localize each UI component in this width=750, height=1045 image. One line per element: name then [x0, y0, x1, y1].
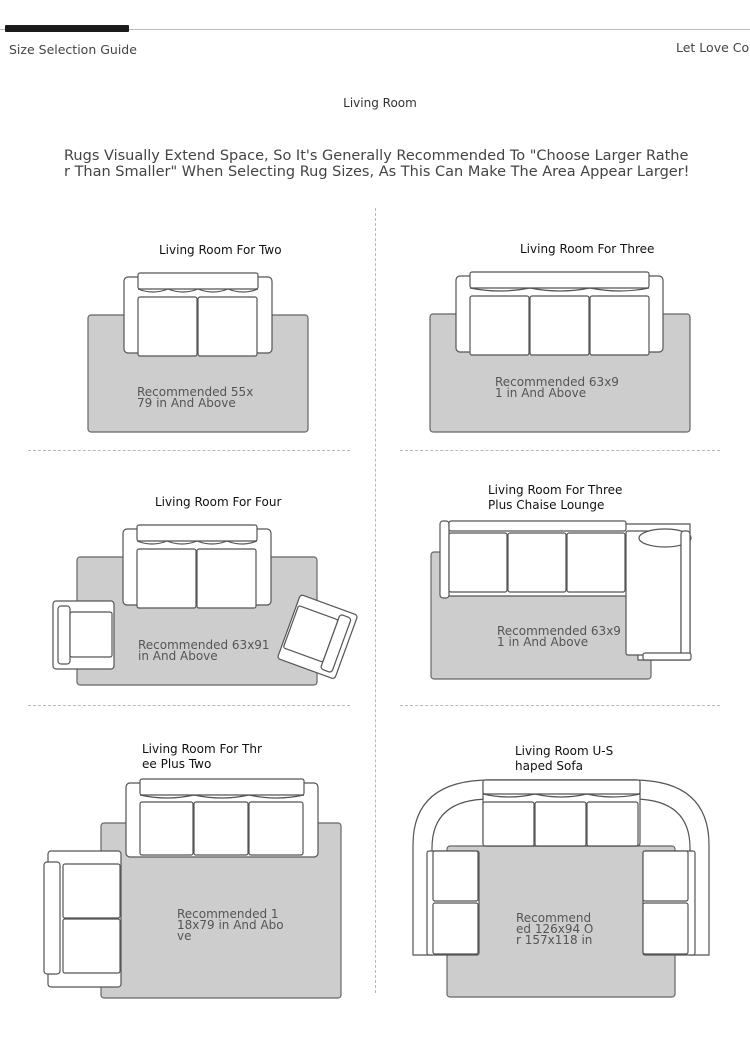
recommendation-four: Recommended 63x91 in And Above	[138, 638, 270, 663]
header-accent-bar	[5, 25, 129, 32]
layout-chaise-diagram	[430, 520, 692, 680]
recommendation-three: Recommended 63x91 in And Above	[495, 375, 619, 400]
guide-title: Size Selection Guide	[9, 42, 137, 57]
layout-title-three: Living Room For Three	[520, 242, 655, 256]
recommendation-two: Recommended 55x79 in And Above	[137, 385, 254, 410]
armchair-right-icon	[277, 594, 358, 679]
layout-title-three-plus-two: Living Room For Three Plus Two	[142, 742, 262, 771]
layout-three-plus-two-diagram	[43, 778, 342, 999]
sofa-three-seat-icon	[125, 778, 319, 858]
layout-title-u-shaped: Living Room U-Shaped Sofa	[515, 744, 614, 773]
row-divider-1-left	[28, 450, 350, 451]
loveseat-side-icon	[43, 850, 122, 988]
recommendation-u-shaped: Recommended 126x94 Or 157x118 in	[516, 911, 594, 947]
row-divider-1-right	[400, 450, 720, 451]
recommendation-chaise: Recommended 63x91 in And Above	[497, 624, 621, 649]
sofa-u-shaped-icon	[412, 779, 710, 956]
layout-title-two: Living Room For Two	[159, 243, 282, 257]
intro-text: Rugs Visually Extend Space, So It's Gene…	[64, 148, 690, 180]
layout-two-diagram	[87, 272, 309, 433]
header-rule	[0, 29, 750, 30]
recommendation-three-plus-two: Recommended 118x79 in And Above	[177, 907, 284, 943]
sofa-two-seat-icon	[122, 524, 272, 609]
layout-title-four: Living Room For Four	[155, 495, 282, 509]
layout-u-shaped-diagram	[412, 779, 710, 998]
layout-title-chaise: Living Room For Three Plus Chaise Lounge	[488, 483, 623, 512]
brand-name: Let Love Com	[676, 40, 750, 55]
sofa-chaise-icon	[439, 520, 692, 661]
armchair-left-icon	[52, 600, 115, 670]
layout-three-diagram	[429, 271, 691, 433]
column-divider	[375, 208, 376, 993]
layout-four-diagram	[52, 524, 358, 686]
sofa-three-seat-icon	[455, 271, 664, 356]
row-divider-2-left	[28, 705, 350, 706]
sofa-two-seat-icon	[123, 272, 273, 357]
section-title: Living Room	[343, 96, 417, 110]
row-divider-2-right	[400, 705, 720, 706]
